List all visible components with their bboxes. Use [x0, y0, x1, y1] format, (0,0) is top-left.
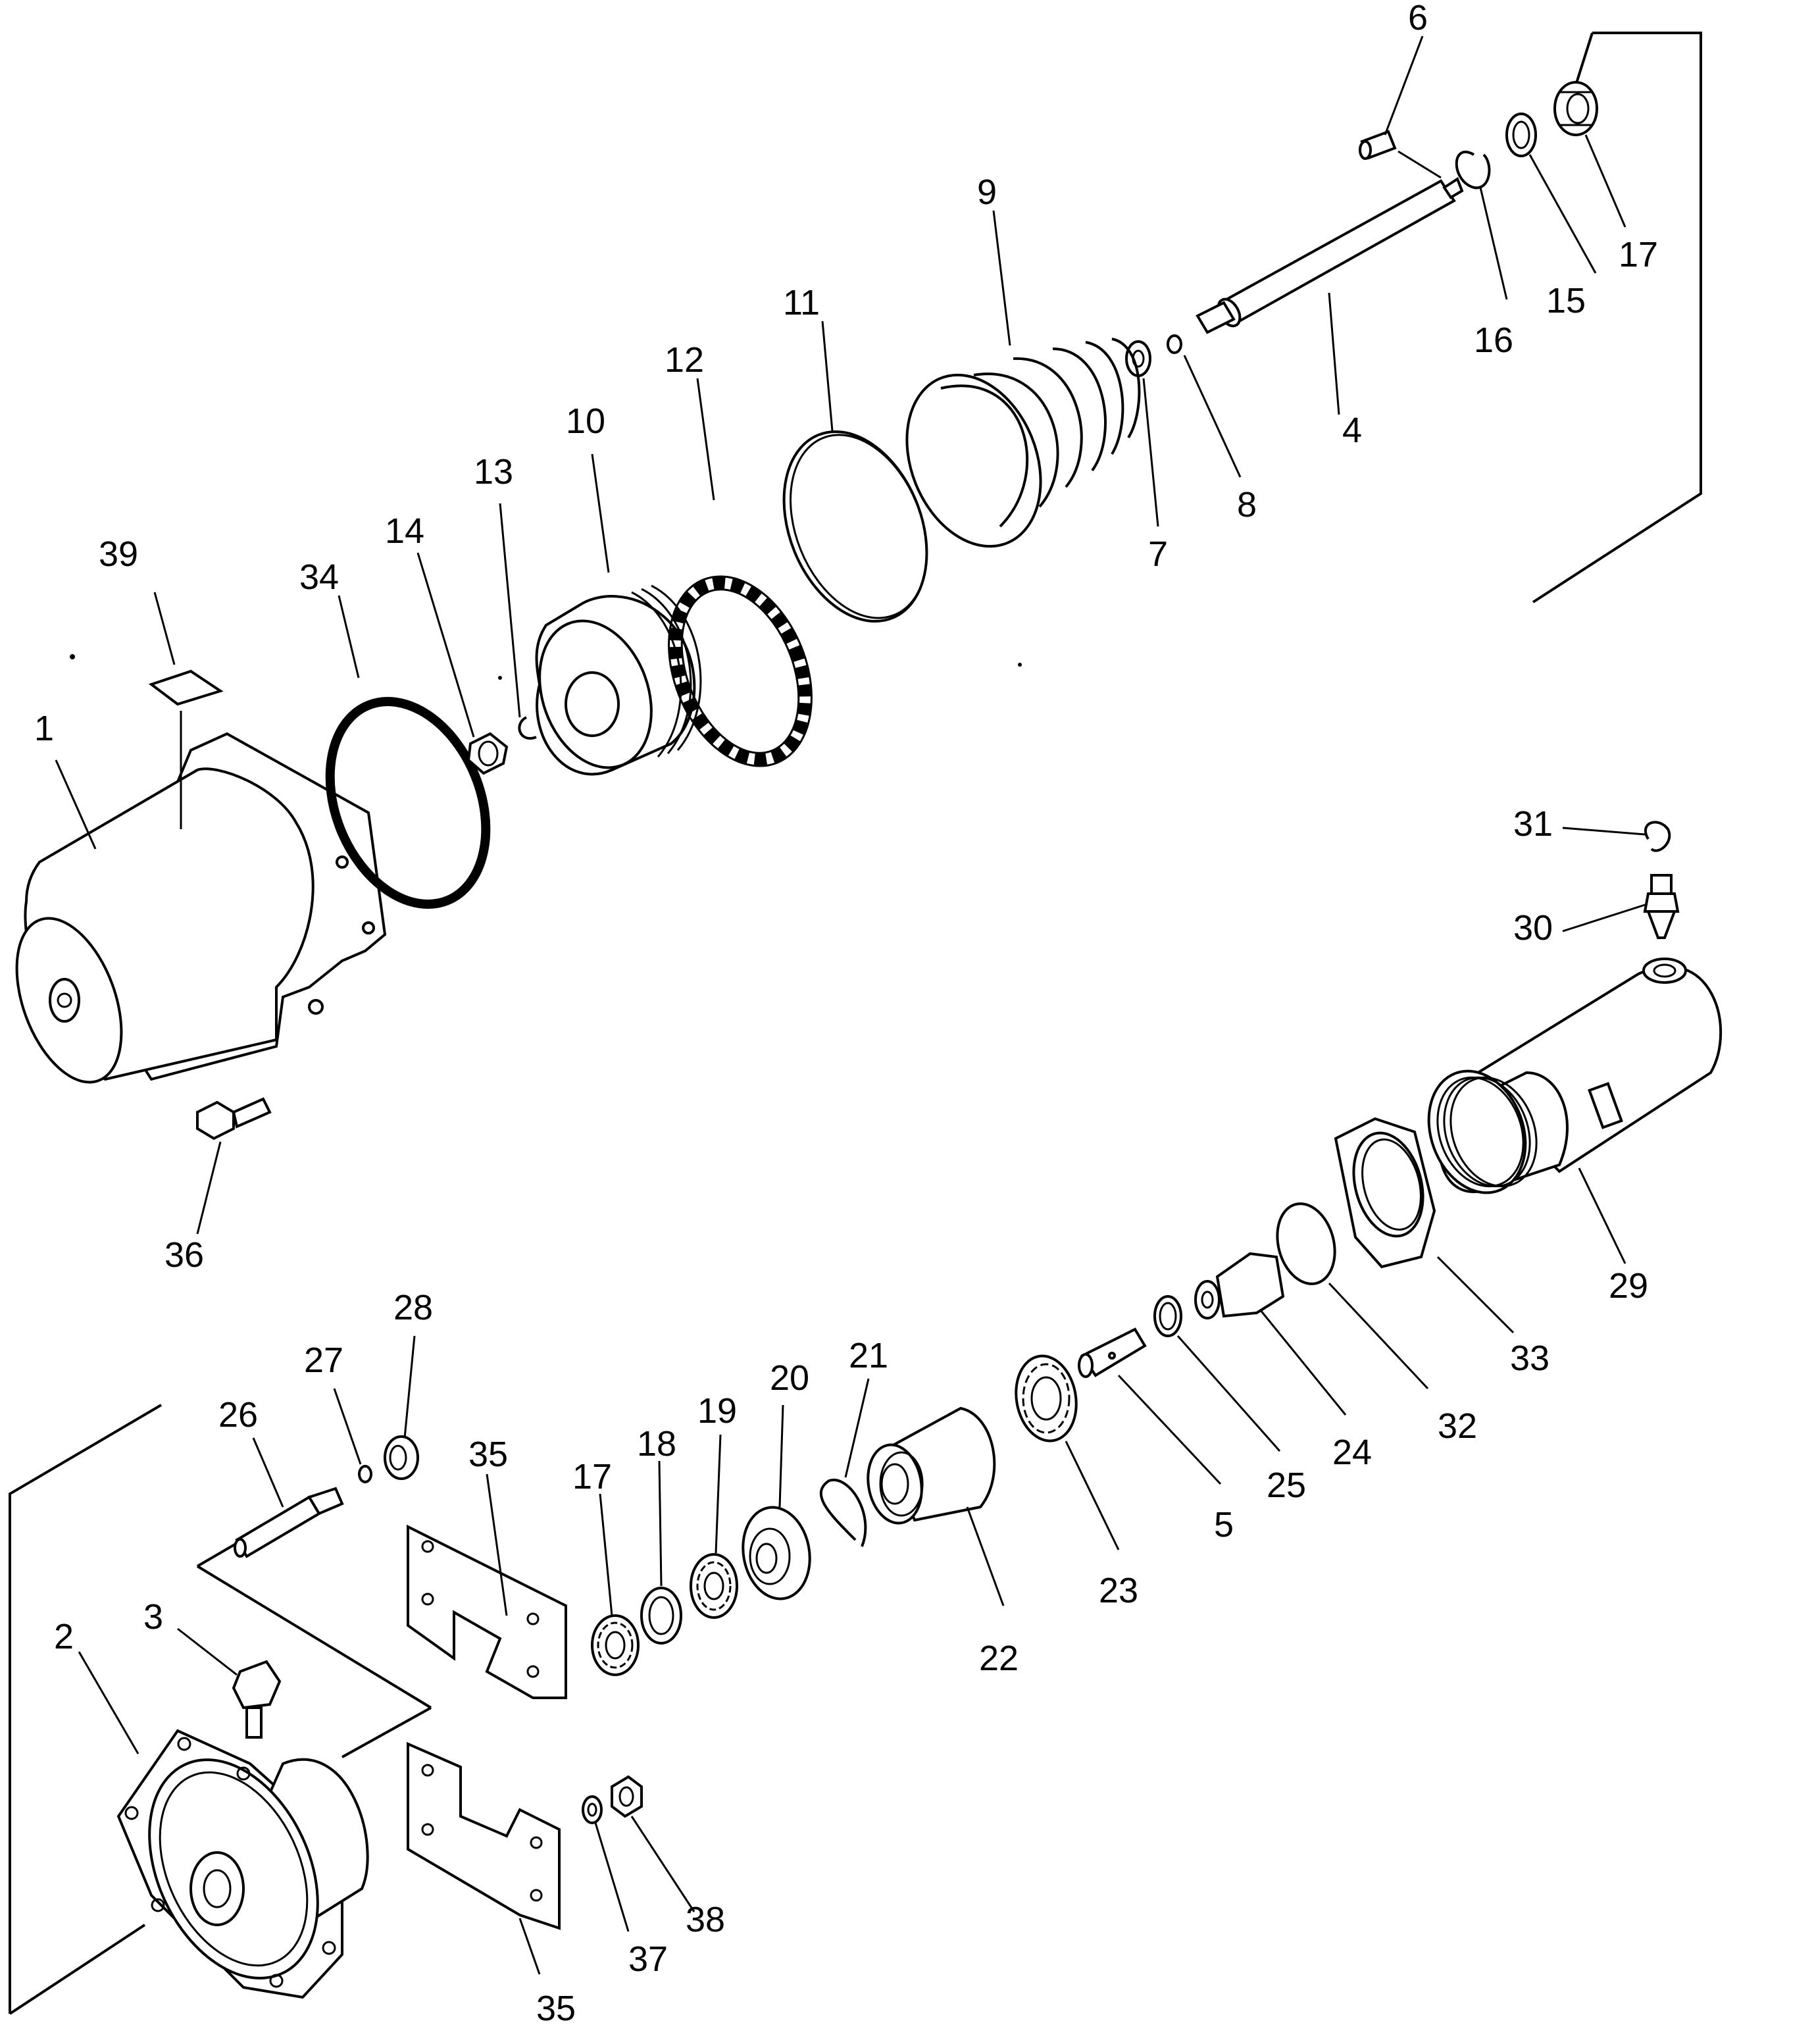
label-part-8: 8	[1237, 485, 1257, 524]
part-labels: 6 17 15 16 9 11 12 10 13 14 34 39 1 4 8 …	[34, 0, 1658, 2028]
part-2-end-cover	[116, 1729, 369, 1999]
part-5-sleeve	[1078, 1327, 1147, 1378]
part-39-label-plate	[148, 669, 224, 829]
part-29-cylinder	[1427, 958, 1723, 1194]
label-part-13: 13	[474, 452, 513, 492]
part-37-washer	[582, 1795, 603, 1824]
label-part-1: 1	[34, 709, 54, 748]
part-36-bolt	[196, 1097, 272, 1140]
label-part-14: 14	[385, 511, 424, 551]
label-part-18: 18	[637, 1424, 676, 1464]
label-part-30: 30	[1513, 908, 1553, 948]
part-7-washer	[1125, 340, 1151, 377]
part-19-bearing	[690, 1553, 738, 1619]
label-part-15: 15	[1546, 281, 1586, 320]
assembly-boundary-lines	[9, 32, 1702, 2015]
label-part-17a: 17	[1619, 235, 1658, 274]
label-part-7: 7	[1148, 534, 1168, 574]
label-part-26: 26	[218, 1395, 258, 1435]
part-6-pin	[1359, 130, 1397, 160]
part-14-nut	[466, 732, 509, 775]
part-35-bracket-lower	[407, 1741, 561, 1930]
part-35-bracket-upper	[407, 1524, 567, 1699]
label-part-32: 32	[1438, 1406, 1477, 1446]
part-13-snap-ring	[518, 716, 537, 740]
part-25-ring	[1153, 1295, 1182, 1337]
part-15-washer	[1505, 113, 1537, 157]
label-part-34: 34	[299, 557, 339, 597]
part-12-friction-ring	[668, 575, 813, 767]
label-part-11: 11	[783, 283, 820, 322]
part-8-o-ring	[1167, 334, 1182, 354]
label-part-22: 22	[979, 1639, 1019, 1678]
part-32-o-ring	[1276, 1202, 1336, 1285]
label-part-24: 24	[1332, 1433, 1372, 1472]
label-part-4: 4	[1342, 411, 1362, 450]
part-11-ring	[782, 430, 928, 623]
part-38-nut	[611, 1775, 643, 1818]
part-21-snap-ring	[819, 1478, 867, 1547]
label-part-25: 25	[1267, 1466, 1306, 1505]
label-part-35a: 35	[468, 1435, 508, 1474]
part-10-piston	[535, 584, 702, 776]
part-26-pin	[234, 1487, 344, 1558]
part-17-nut-top	[1553, 81, 1598, 136]
label-part-36: 36	[164, 1235, 204, 1275]
part-34-o-ring	[325, 697, 491, 909]
label-part-37: 37	[628, 1939, 668, 1979]
label-part-17b: 17	[572, 1457, 612, 1496]
part-16-snap-ring	[1455, 151, 1491, 190]
part-30-fitting	[1643, 874, 1680, 939]
label-part-33: 33	[1510, 1339, 1549, 1378]
label-part-31: 31	[1513, 804, 1553, 844]
part-24-valve	[1194, 1252, 1285, 1319]
part-3-breather	[232, 1660, 282, 1739]
part-22-valve-body	[867, 1406, 996, 1525]
part-28-bushing	[384, 1435, 419, 1480]
part-4-shaft	[1196, 176, 1464, 334]
part-17-nut-lower	[591, 1614, 640, 1676]
part-31-clip	[1644, 821, 1671, 852]
label-part-3: 3	[143, 1597, 163, 1637]
part-18-washer	[640, 1587, 682, 1645]
label-part-23: 23	[1099, 1571, 1138, 1610]
label-part-6: 6	[1408, 0, 1428, 38]
label-part-12: 12	[665, 340, 704, 380]
part-20-seat	[742, 1506, 811, 1600]
label-part-16: 16	[1474, 320, 1513, 360]
part-33-hex-nut	[1334, 1117, 1436, 1269]
label-part-28: 28	[393, 1288, 433, 1327]
part-9-boot	[905, 338, 1141, 548]
label-part-10: 10	[566, 401, 605, 441]
label-part-5: 5	[1214, 1505, 1234, 1545]
label-part-27: 27	[304, 1341, 343, 1380]
part-23-bearing	[1015, 1354, 1078, 1443]
label-part-21: 21	[849, 1336, 888, 1375]
label-part-2: 2	[54, 1617, 74, 1656]
label-part-20: 20	[770, 1358, 809, 1398]
part-27-ring	[358, 1465, 372, 1483]
label-part-35b: 35	[536, 1989, 576, 2028]
label-part-9: 9	[977, 172, 997, 212]
specks	[70, 654, 1022, 680]
part-1-housing	[15, 732, 387, 1084]
leader-lines	[55, 36, 1646, 1975]
label-part-38: 38	[686, 1900, 725, 1939]
label-part-29: 29	[1609, 1266, 1648, 1306]
label-part-19: 19	[697, 1391, 737, 1431]
label-part-39: 39	[99, 534, 138, 574]
